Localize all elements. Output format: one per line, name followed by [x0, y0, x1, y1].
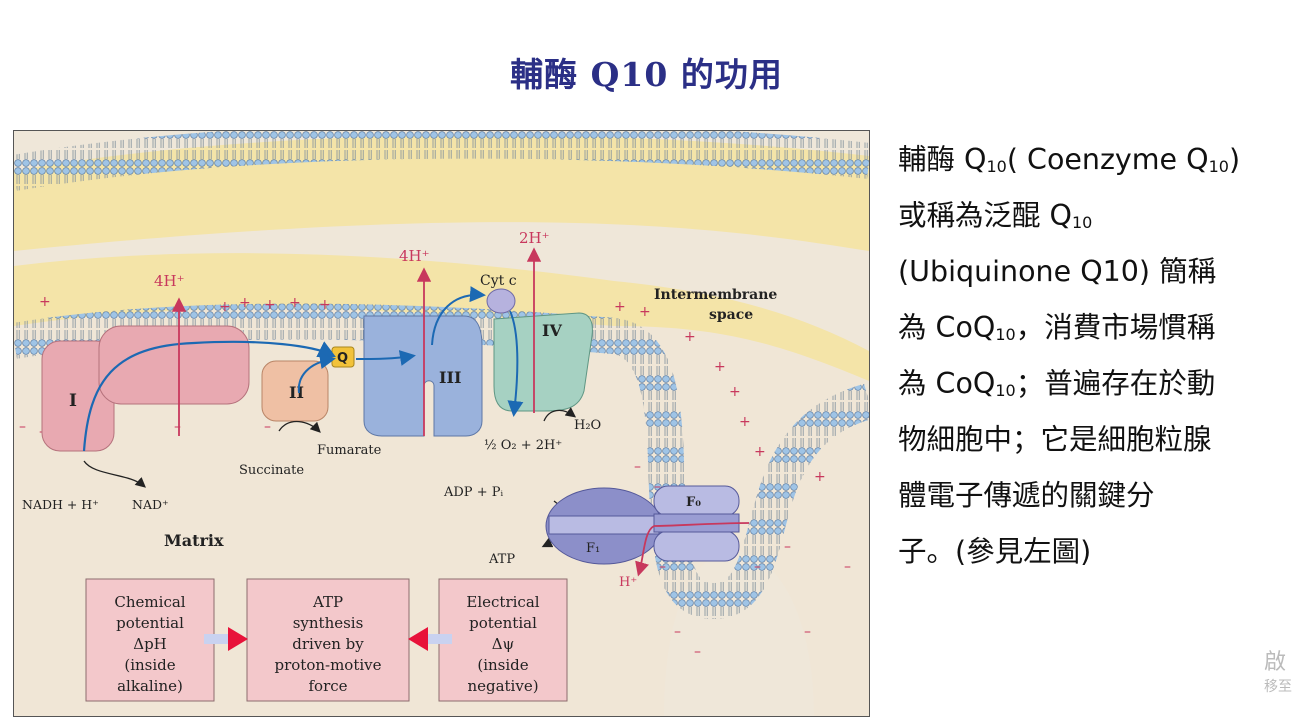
svg-text:driven by: driven by: [292, 635, 364, 653]
atp-synthesis-box: ATP synthesis driven by proton-motive fo…: [246, 578, 410, 702]
svg-text:+: +: [729, 384, 741, 400]
complex-2-label: II: [289, 383, 304, 402]
proton-label-mid: 4H⁺: [399, 247, 430, 265]
svg-text:+: +: [614, 299, 626, 315]
activation-watermark-sub: 移至: [1264, 679, 1292, 695]
matrix-label: Matrix: [164, 531, 224, 550]
complex-4-label: IV: [542, 321, 562, 340]
svg-text:+: +: [814, 469, 826, 485]
succinate-label: Succinate: [239, 463, 304, 478]
proton-out-label: H⁺: [619, 575, 637, 590]
description-line: (Ubiquinone Q10) 簡稱: [898, 255, 1217, 288]
svg-text:ΔpH: ΔpH: [133, 635, 167, 653]
ubiquinone-q: Q: [331, 346, 355, 368]
svg-text:–: –: [784, 539, 791, 555]
svg-text:–: –: [19, 419, 26, 435]
atp-synthase: F₀ F₁: [545, 485, 740, 565]
svg-text:Chemical: Chemical: [114, 593, 185, 611]
svg-text:+: +: [714, 359, 726, 375]
svg-text:+: +: [219, 299, 231, 315]
membrane-charges: +++++ ++++ +++++ –––– ––––– ––––: [19, 294, 851, 660]
svg-text:Q: Q: [337, 351, 348, 366]
svg-text:–: –: [634, 459, 641, 475]
svg-text:F₁: F₁: [586, 541, 600, 556]
svg-text:force: force: [308, 677, 347, 695]
nad-label: NAD⁺: [132, 497, 169, 512]
description-line: 體電子傳遞的關鍵分: [898, 479, 1155, 512]
svg-text:–: –: [694, 644, 701, 660]
activation-watermark: 啟: [1264, 650, 1287, 675]
nadh-label: NADH + H⁺: [22, 497, 99, 512]
svg-text:Cyt c: Cyt c: [480, 273, 517, 289]
complex-4: IV: [493, 312, 593, 412]
svg-text:+: +: [319, 297, 331, 313]
description-text: 輔酶 Q10( Coenzyme Q10) 或稱為泛醌 Q10 (Ubiquin…: [898, 132, 1290, 580]
svg-text:(inside: (inside: [477, 656, 528, 674]
water-label: H₂O: [574, 418, 601, 433]
svg-text:alkaline): alkaline): [117, 677, 183, 695]
svg-text:–: –: [659, 559, 666, 575]
adp-label: ADP + Pᵢ: [443, 485, 503, 500]
svg-text:–: –: [804, 624, 811, 640]
svg-text:+: +: [754, 444, 766, 460]
description-line: 為 CoQ10；普遍存在於動: [898, 367, 1216, 400]
converging-arrows: [204, 627, 452, 651]
oxygen-label: ½ O₂ + 2H⁺: [484, 438, 562, 453]
svg-text:+: +: [264, 297, 276, 313]
svg-text:proton-motive: proton-motive: [274, 656, 381, 674]
description-line: 為 CoQ10，消費市場慣稱: [898, 311, 1216, 344]
svg-text:+: +: [639, 304, 651, 320]
complex-1: I: [41, 325, 250, 452]
description-line: 子。(參見左圖): [898, 535, 1092, 568]
svg-text:+: +: [289, 295, 301, 311]
svg-text:–: –: [174, 419, 181, 435]
description-line: 物細胞中；它是細胞粒腺: [898, 423, 1212, 456]
svg-text:–: –: [754, 559, 761, 575]
atp-label: ATP: [488, 552, 515, 567]
svg-text:ATP: ATP: [312, 593, 343, 611]
svg-text:–: –: [654, 479, 661, 495]
complex-1-label: I: [69, 391, 77, 411]
description-line: 或稱為泛醌 Q10: [898, 199, 1093, 232]
svg-text:–: –: [674, 624, 681, 640]
complex-3: III: [363, 315, 483, 437]
fumarate-label: Fumarate: [317, 443, 382, 458]
svg-text:potential: potential: [469, 614, 537, 632]
svg-text:–: –: [844, 559, 851, 575]
svg-text:+: +: [739, 414, 751, 430]
svg-text:(inside: (inside: [124, 656, 175, 674]
svg-text:+: +: [239, 295, 251, 311]
svg-text:potential: potential: [116, 614, 184, 632]
svg-text:+: +: [39, 294, 51, 310]
slide-title: 輔酶 Q10 的功用: [510, 55, 783, 94]
proton-label-right: 2H⁺: [519, 229, 550, 247]
svg-text:Electrical: Electrical: [466, 593, 539, 611]
chemical-potential-box: Chemical potential ΔpH (inside alkaline): [85, 578, 215, 702]
complex-3-label: III: [439, 368, 461, 387]
cytochrome-c: Cyt c: [480, 273, 517, 314]
svg-text:synthesis: synthesis: [293, 614, 364, 632]
svg-text:+: +: [684, 329, 696, 345]
intermembrane-label: Intermembrane: [654, 287, 777, 303]
space-label: space: [709, 307, 753, 323]
svg-text:negative): negative): [467, 677, 538, 695]
electrical-potential-box: Electrical potential Δψ (inside negative…: [438, 578, 568, 702]
etc-diagram: +++++ ++++ +++++ –––– ––––– –––– I II Q …: [13, 130, 870, 717]
complex-2: II: [261, 360, 329, 422]
svg-text:–: –: [264, 419, 271, 435]
svg-text:Δψ: Δψ: [492, 635, 515, 653]
svg-text:F₀: F₀: [686, 495, 701, 510]
description-line: 輔酶 Q10( Coenzyme Q10): [898, 143, 1241, 176]
proton-label-left: 4H⁺: [154, 272, 185, 290]
